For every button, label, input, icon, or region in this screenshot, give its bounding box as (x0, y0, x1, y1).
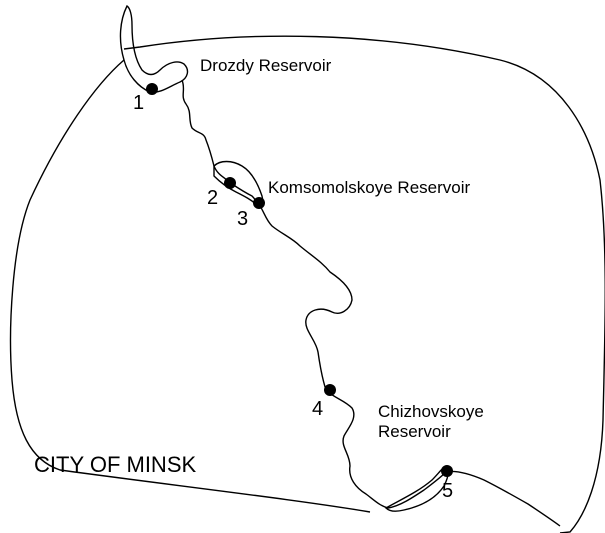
sampling-site-4-number: 4 (312, 398, 324, 420)
komsomolskoye-reservoir-label: Komsomolskoye Reservoir (268, 178, 471, 197)
drozdy-reservoir-label: Drozdy Reservoir (200, 56, 332, 75)
city-label: CITY OF MINSK (34, 452, 197, 477)
sampling-site-5-number: 5 (442, 480, 454, 502)
sampling-site-1-marker[interactable] (146, 83, 158, 95)
sampling-site-3-number: 3 (237, 208, 249, 230)
river (181, 79, 561, 527)
sampling-site-5-marker[interactable] (441, 465, 453, 477)
sampling-site-2-marker[interactable] (224, 177, 236, 189)
sampling-site-1-number: 1 (133, 92, 145, 114)
chizhovskoye-reservoir-shape (384, 465, 449, 513)
sampling-site-3-marker[interactable] (253, 197, 265, 209)
chizhovskoye-reservoir-label: Chizhovskoye Reservoir (378, 402, 484, 441)
drozdy-reservoir-shape (119, 4, 189, 94)
city-boundary (123, 35, 605, 533)
sampling-site-4-marker[interactable] (324, 384, 336, 396)
sampling-site-2-number: 2 (207, 187, 219, 209)
city-boundary-west (9, 59, 371, 513)
